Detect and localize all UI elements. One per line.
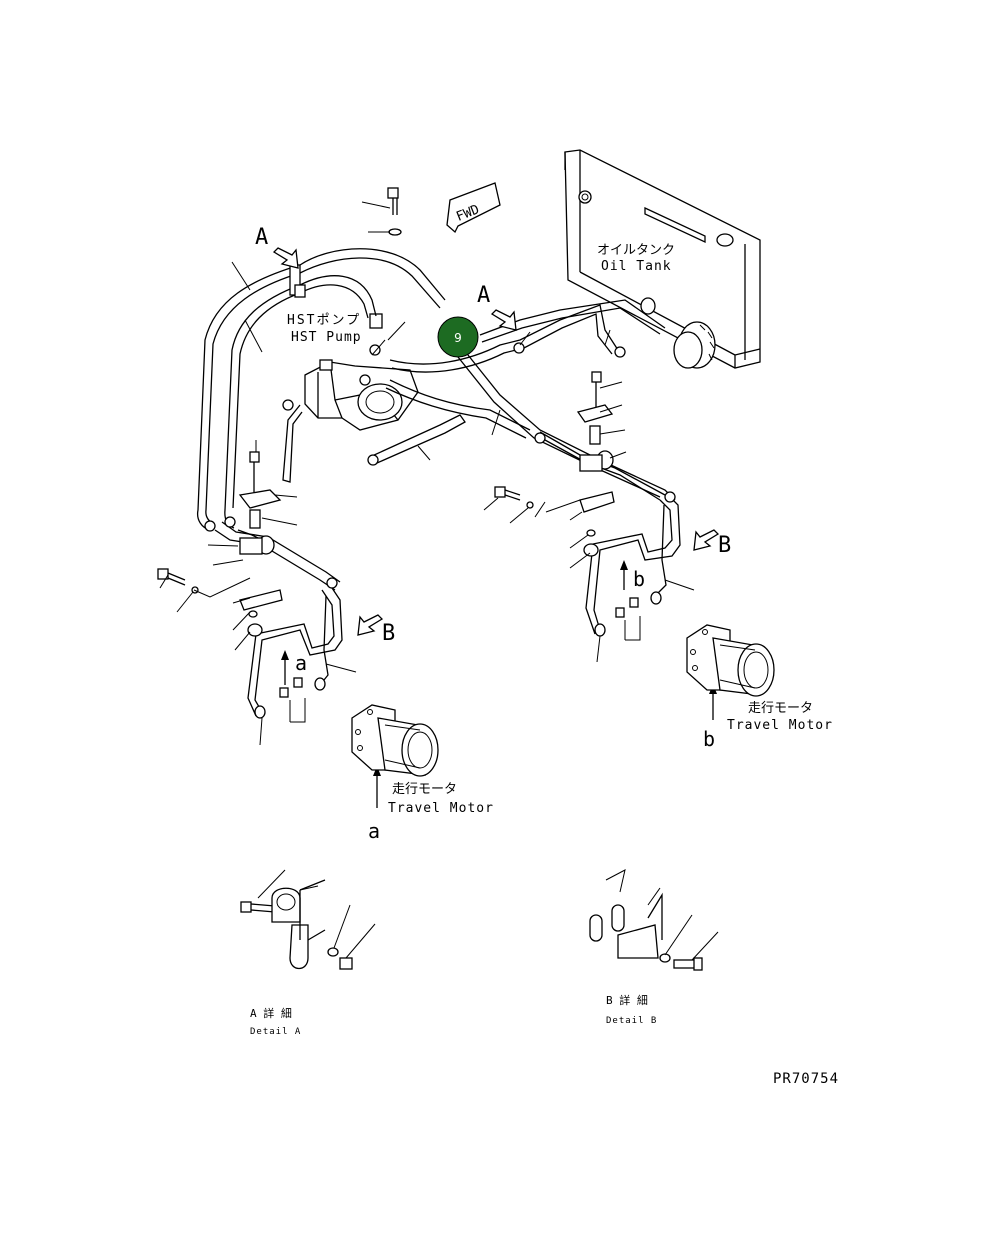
travel-motor-a-label-en: Travel Motor xyxy=(388,801,494,816)
left-hardware xyxy=(157,451,326,719)
detail-b: B 詳 細 Detail B xyxy=(589,869,719,1026)
travel-motor-a-letter: a xyxy=(368,819,380,843)
view-b-label-left: B xyxy=(382,621,395,646)
detail-a: A 詳 細 Detail A xyxy=(240,869,376,1037)
detail-b-label-jp: B 詳 細 xyxy=(606,993,648,1007)
view-a-label-right: A xyxy=(477,283,490,308)
leader-lines xyxy=(159,201,695,746)
top-bolt xyxy=(387,187,402,236)
travel-motor-b: 走行モータ Travel Motor b xyxy=(686,624,833,751)
fittings xyxy=(204,264,676,589)
view-b-label-right: B xyxy=(718,533,731,558)
detail-a-label-jp: A 詳 細 xyxy=(250,1006,292,1020)
part-callout-9[interactable]: 9 xyxy=(437,316,479,358)
travel-motor-a-label-jp: 走行モータ xyxy=(392,782,457,797)
drawing-number: PR70754 xyxy=(773,1071,839,1087)
view-a-small-label: a xyxy=(295,651,307,675)
view-b-small-label: b xyxy=(633,567,645,591)
travel-motor-b-label-jp: 走行モータ xyxy=(748,701,813,716)
detail-b-label-en: Detail B xyxy=(606,1016,657,1026)
callout-circle xyxy=(437,316,479,358)
oil-tank: オイルタンク Oil Tank xyxy=(564,149,761,369)
hst-pump-label-en: HST Pump xyxy=(291,330,362,345)
detail-a-label-en: Detail A xyxy=(250,1027,301,1037)
travel-motor-a: 走行モータ Travel Motor a xyxy=(351,704,494,843)
callout-number: 9 xyxy=(454,331,462,345)
right-hardware xyxy=(494,371,662,637)
hst-pump: HSTポンプ HST Pump xyxy=(287,313,419,431)
view-a-label-left: A xyxy=(255,225,268,250)
hst-pump-label-jp: HSTポンプ xyxy=(287,313,361,328)
fwd-arrow: FWD xyxy=(446,182,501,234)
view-arrows xyxy=(272,247,720,808)
oil-tank-label-jp: オイルタンク xyxy=(597,243,675,258)
travel-motor-b-letter: b xyxy=(703,727,715,751)
travel-motor-b-label-en: Travel Motor xyxy=(727,718,833,733)
hydraulic-hoses xyxy=(196,248,681,717)
oil-tank-label-en: Oil Tank xyxy=(601,259,672,274)
